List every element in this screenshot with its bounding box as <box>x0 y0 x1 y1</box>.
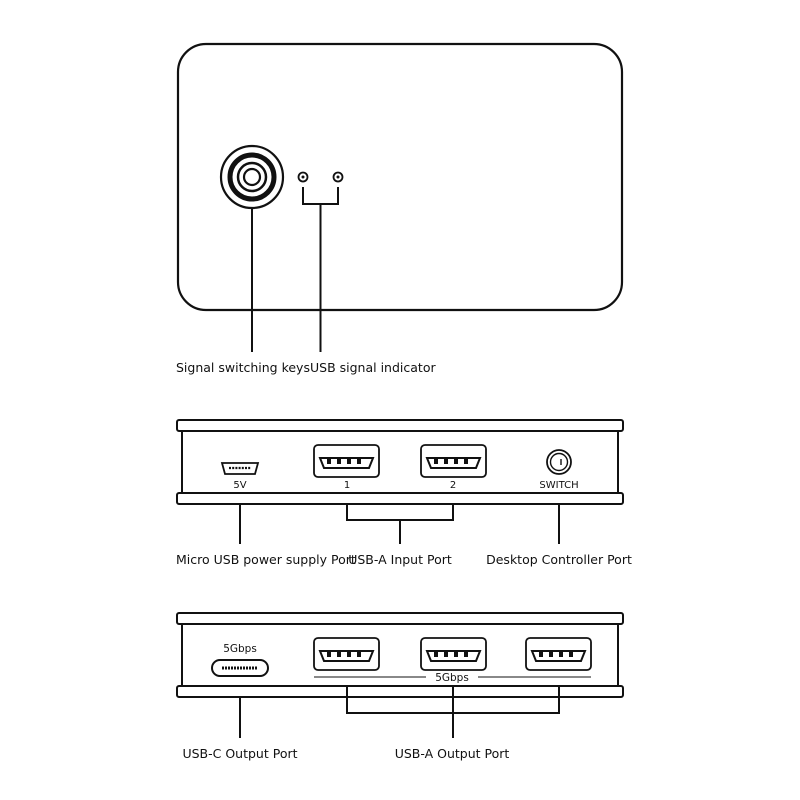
back-panel-bottom-flange <box>176 685 624 698</box>
usbc-output-label: USB-C Output Port <box>182 746 297 761</box>
switch-label: SWITCH <box>539 480 578 491</box>
signal-switching-keys-label: Signal switching keys <box>176 360 310 375</box>
micro-usb-label: Micro USB power supply Port <box>176 552 356 567</box>
usb-a-output-port-1 <box>313 637 380 671</box>
usb-a-output-port-2 <box>420 637 487 671</box>
front-panel: 5V 1 2 SWITCH <box>176 419 632 567</box>
usb-a-input-bracket <box>346 504 454 521</box>
usba-output-label: USB-A Output Port <box>395 746 510 761</box>
desktop-controller-label: Desktop Controller Port <box>486 552 632 567</box>
back-panel-top-flange <box>176 612 624 625</box>
desktop-controller-jack <box>546 449 572 475</box>
usb-a-input-port-1 <box>313 444 380 478</box>
usb-signal-indicator <box>297 171 344 205</box>
usb-a-input-label: USB-A Input Port <box>348 552 452 567</box>
micro-usb-port <box>220 462 260 475</box>
device-top-outline <box>176 42 624 312</box>
signal-switching-key <box>219 144 285 210</box>
usb-a-output-port-3 <box>525 637 592 671</box>
usb-signal-indicator-label: USB signal indicator <box>310 360 436 375</box>
usba-speed-label: 5Gbps <box>435 672 469 684</box>
front-panel-top-flange <box>176 419 624 432</box>
usb-a-input-port-2 <box>420 444 487 478</box>
top-view: Signal switching keys USB signal indicat… <box>176 42 624 375</box>
input-1-label: 1 <box>344 480 350 491</box>
usb-c-output-port <box>211 659 269 677</box>
port-5v-label: 5V <box>233 480 246 491</box>
back-panel: 5Gbps <box>176 612 624 761</box>
front-panel-bottom-flange <box>176 492 624 505</box>
input-2-label: 2 <box>450 480 456 491</box>
usbc-speed-label: 5Gbps <box>223 643 257 655</box>
